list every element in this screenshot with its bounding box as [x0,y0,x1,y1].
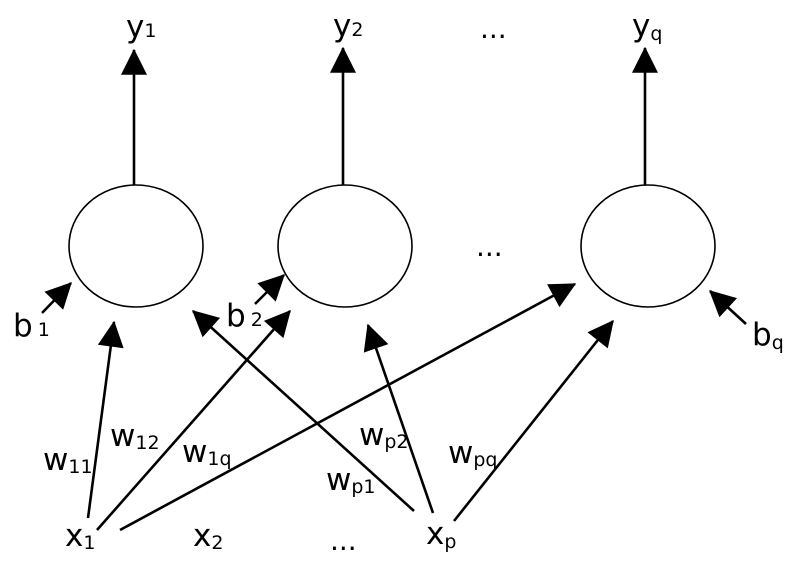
edge-w12 [96,310,291,531]
neuron-ellipsis: ... [476,230,503,263]
weight-label-w12: w12 [110,418,160,454]
neuron-1 [68,184,204,308]
bias-arrow-1 [41,282,72,314]
edge-wp1 [192,310,415,512]
bias-arrow-q [709,290,747,325]
edge-wp2 [363,323,435,514]
weight-label-w11: w11 [43,442,93,478]
edge-w1q [119,282,577,532]
edge-wpq [452,319,615,522]
input-ellipsis: ... [330,524,357,557]
weight-label-wp2: wp2 [359,417,409,453]
neuron-q [580,184,716,308]
weight-label-wp1: wp1 [326,462,376,498]
output-label-yq: yq [632,8,662,45]
input-label-x1: x1 [65,518,95,554]
input-label-x2: x2 [193,518,223,554]
output-ellipsis: ... [480,12,507,45]
weight-label-wpq: wpq [448,435,497,471]
output-label-y1: y1 [126,9,156,45]
bias-arrow-2 [254,274,285,305]
edge-w11 [86,320,124,519]
input-label-xp: xp [426,516,456,553]
weight-label-w1q: w1q [182,434,232,470]
neuron-2 [277,184,413,308]
output-label-y2: y2 [333,8,363,44]
bias-label-bq: bq [752,317,784,354]
